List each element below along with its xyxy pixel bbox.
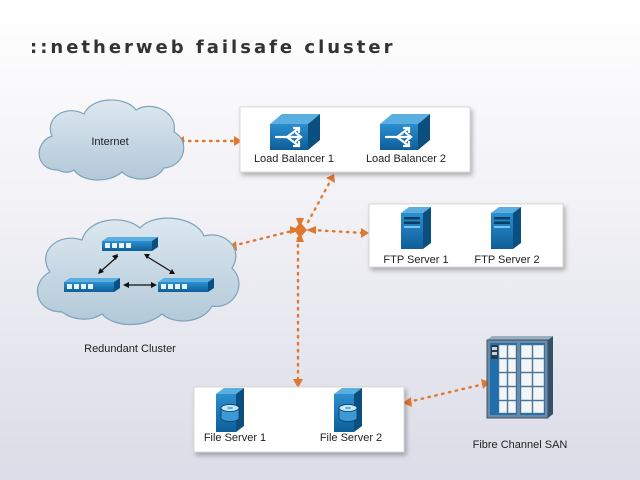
file-server-icon — [216, 388, 245, 432]
ftp-server-2-label: FTP Server 2 — [474, 254, 539, 266]
redundant-cluster-cloud: Redundant Cluster — [36, 217, 240, 355]
link-hub-loadbalancers — [306, 176, 334, 224]
rack-switch-icon — [64, 278, 120, 292]
cloud-icon — [38, 99, 185, 181]
ftp-server-1-label: FTP Server 1 — [383, 254, 448, 266]
load-balancer-icon — [270, 114, 320, 150]
internet-cloud: Internet — [38, 99, 185, 181]
link-hub-cluster — [230, 228, 298, 248]
link-fileservers-san — [406, 382, 486, 404]
diagram-title: ::netherweb failsafe cluster — [30, 37, 395, 58]
cluster-links — [98, 254, 175, 288]
rack-switch-icon — [102, 237, 158, 251]
tower-server-icon — [401, 207, 431, 249]
file-server-2-label: File Server 2 — [320, 432, 382, 444]
tower-server-icon — [491, 207, 521, 249]
rack-switch-icon — [158, 278, 214, 292]
redundant-cluster-label: Redundant Cluster — [84, 343, 176, 355]
cloud-icon — [36, 217, 240, 325]
san-group: Fibre Channel SAN — [473, 336, 568, 451]
file-server-group: File Server 1 File Server 2 — [193, 386, 405, 453]
load-balancer-icon — [380, 114, 430, 150]
file-server-1-label: File Server 1 — [204, 432, 266, 444]
link-hub-ftp — [310, 228, 366, 235]
load-balancer-group: Load Balancer 1 Load Balancer 2 — [239, 106, 471, 173]
load-balancer-1-label: Load Balancer 1 — [254, 153, 334, 165]
file-server-icon — [334, 388, 363, 432]
ftp-server-group: FTP Server 1 FTP Server 2 — [368, 203, 564, 268]
san-label: Fibre Channel SAN — [473, 439, 568, 451]
internet-label: Internet — [91, 136, 128, 148]
storage-rack-icon — [486, 336, 553, 419]
load-balancer-2-label: Load Balancer 2 — [366, 153, 446, 165]
